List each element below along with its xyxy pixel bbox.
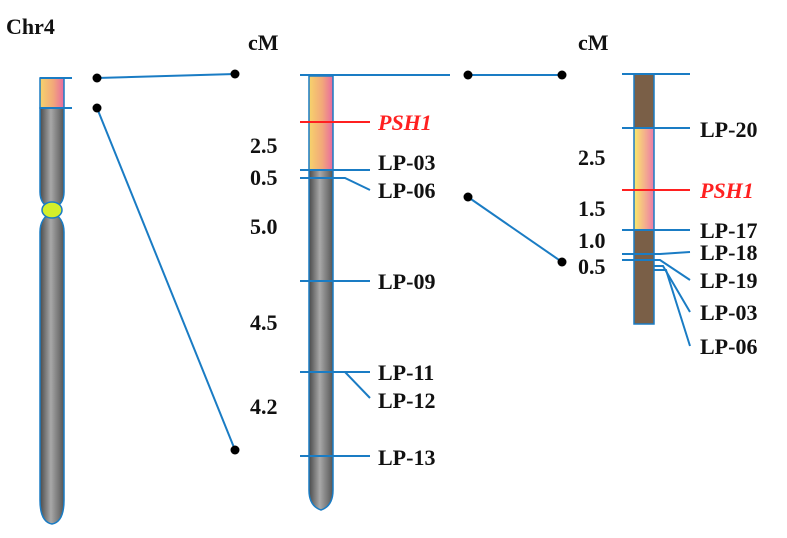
distance-label: 2.5 bbox=[250, 133, 278, 158]
connector-dot bbox=[230, 445, 240, 455]
distance-label: 2.5 bbox=[578, 145, 606, 170]
marker-tick bbox=[654, 265, 691, 313]
marker-tick bbox=[300, 177, 371, 191]
map-right-bar-bottom bbox=[633, 229, 655, 325]
map-left-unit: cM bbox=[248, 30, 279, 55]
marker-label: LP-06 bbox=[378, 178, 435, 203]
connector-dot bbox=[92, 103, 102, 113]
chromosome-region bbox=[39, 77, 65, 109]
map-right-gene-label: PSH1 bbox=[699, 178, 754, 203]
connectors-chr-to-left bbox=[92, 69, 240, 455]
centromere bbox=[41, 201, 63, 219]
marker-label: LP-13 bbox=[378, 445, 435, 470]
map-right-unit: cM bbox=[578, 30, 609, 55]
distance-label: 0.5 bbox=[578, 254, 606, 279]
connector-dot bbox=[463, 192, 473, 202]
connector-top bbox=[96, 73, 236, 79]
connector-dot bbox=[557, 257, 567, 267]
map-right: cM LP-20 PSH1 LP-17 LP-18 LP-19 LP-03 LP… bbox=[578, 30, 757, 359]
connector-dot bbox=[92, 73, 102, 83]
chromosome-chr4: Chr4 bbox=[6, 14, 72, 525]
distance-label: 1.5 bbox=[578, 196, 606, 221]
connector-bottom bbox=[467, 196, 563, 263]
distance-label: 1.0 bbox=[578, 228, 606, 253]
distance-label: 0.5 bbox=[250, 165, 278, 190]
connector-bottom bbox=[96, 107, 236, 451]
chromosome-short-arm bbox=[39, 107, 65, 210]
connector-dot bbox=[230, 69, 240, 79]
marker-label: LP-03 bbox=[700, 300, 757, 325]
marker-label: LP-12 bbox=[378, 388, 435, 413]
chromosome-title: Chr4 bbox=[6, 14, 55, 39]
marker-label: LP-19 bbox=[700, 268, 757, 293]
marker-label: LP-03 bbox=[378, 150, 435, 175]
map-left-bar bbox=[308, 169, 334, 511]
marker-label: LP-06 bbox=[700, 334, 757, 359]
marker-tick bbox=[622, 251, 691, 255]
map-left-gene-label: PSH1 bbox=[377, 110, 432, 135]
distance-label: 4.2 bbox=[250, 394, 278, 419]
map-right-bar-top bbox=[633, 73, 655, 129]
marker-tick bbox=[622, 259, 691, 281]
map-right-region bbox=[633, 127, 655, 231]
connectors-left-to-right bbox=[463, 70, 567, 267]
map-left: cM PSH1 LP-03 LP-06 LP-09 LP-11 LP-12 LP… bbox=[248, 30, 450, 511]
chromosome-long-arm bbox=[39, 211, 65, 525]
marker-label: LP-17 bbox=[700, 218, 757, 243]
distance-label: 5.0 bbox=[250, 214, 278, 239]
marker-label: LP-11 bbox=[378, 360, 434, 385]
connector-dot bbox=[557, 70, 567, 80]
marker-label: LP-09 bbox=[378, 269, 435, 294]
distance-label: 4.5 bbox=[250, 310, 278, 335]
marker-tick bbox=[654, 269, 691, 347]
marker-tick bbox=[344, 371, 371, 399]
connector-dot bbox=[463, 70, 473, 80]
marker-label: LP-20 bbox=[700, 117, 757, 142]
marker-label: LP-18 bbox=[700, 240, 757, 265]
